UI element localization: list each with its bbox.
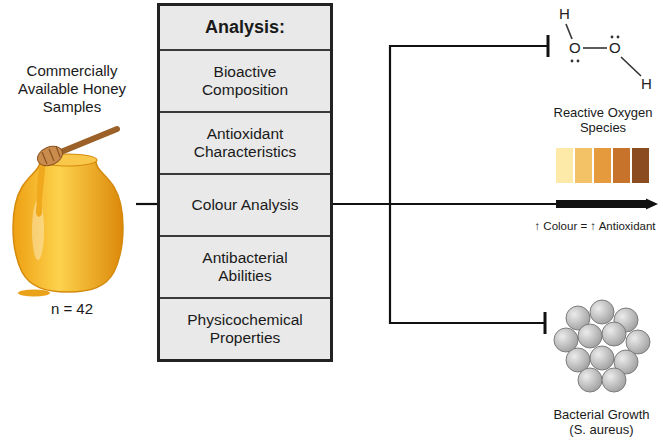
source-text: n = 42 <box>51 300 93 318</box>
bacterium <box>602 368 626 392</box>
jar-body <box>13 162 123 292</box>
connector-line <box>136 203 157 205</box>
outcome-node: Bacterial Growth (S. aureus) <box>545 290 658 438</box>
inhibition-bar <box>547 35 550 57</box>
electron-dot <box>617 36 620 39</box>
row-text: Colour Analysis <box>192 196 299 214</box>
source-node: Commercially Available Honey Samples n = … <box>8 62 136 318</box>
electron-dot <box>611 36 614 39</box>
bacterium <box>590 300 614 324</box>
arrowhead <box>646 199 658 210</box>
colour-swatch <box>632 148 649 183</box>
outcome-node: ↑ Colour = ↑ Antioxidant <box>532 142 658 234</box>
connector-line <box>333 46 548 204</box>
row-text: Antioxidant Characteristics <box>179 125 311 161</box>
bond <box>566 24 572 39</box>
column-heading: Analysis: <box>205 6 285 49</box>
connector-line <box>333 204 545 323</box>
analysis-row: Colour Analysis <box>160 173 330 235</box>
analysis-row: Antioxidant Characteristics <box>160 111 330 173</box>
bond <box>621 57 641 76</box>
dipper-head <box>35 143 66 170</box>
row-text: Antibacterial Abilities <box>179 249 311 285</box>
inhibition-bar <box>544 312 547 334</box>
outcome-text: Bacterial Growth (S. aureus) <box>545 407 658 438</box>
outcome-node: Reactive Oxygen Species <box>548 4 658 136</box>
connector <box>333 204 545 334</box>
honey-jar <box>13 129 123 297</box>
honey-puddle <box>18 290 50 297</box>
connector <box>333 35 548 204</box>
bacterium <box>590 346 614 370</box>
bond <box>583 47 607 49</box>
dipper-groove <box>56 146 60 157</box>
colour-swatch <box>556 148 573 183</box>
colour-scale <box>556 148 649 208</box>
peroxide-molecule <box>566 24 641 76</box>
connector <box>136 204 157 205</box>
row-text: Physicochemical Properties <box>179 311 311 347</box>
outcome-text: Reactive Oxygen Species <box>548 105 658 136</box>
bacterium <box>578 324 602 348</box>
dipper-groove <box>42 152 47 164</box>
honey-drip <box>36 164 45 217</box>
analysis-row: Physicochemical Properties <box>160 297 330 359</box>
colour-swatch <box>613 148 630 183</box>
outcome-text: ↑ Colour = ↑ Antioxidant <box>534 220 655 234</box>
analysis-row: Bioactive Composition <box>160 49 330 111</box>
electron-dot <box>571 60 574 63</box>
bacterium <box>578 368 602 392</box>
electron-dot <box>577 60 580 63</box>
colour-swatch <box>575 148 592 183</box>
atom-label: O <box>569 40 581 56</box>
colour-swatch <box>594 148 611 183</box>
dipper-handle <box>56 129 117 154</box>
source-text: Commercially Available Honey Samples <box>8 62 136 116</box>
atom-label: O <box>609 40 621 56</box>
atom-label: H <box>559 6 570 22</box>
dipper-groove <box>49 149 54 161</box>
atom-label: H <box>641 76 652 92</box>
analysis-column: Analysis: Bioactive CompositionAntioxidan… <box>157 3 333 362</box>
bacteria-cluster <box>554 300 650 392</box>
bacterium <box>602 322 626 346</box>
analysis-row: Antibacterial Abilities <box>160 235 330 297</box>
row-text: Bioactive Composition <box>179 63 311 99</box>
